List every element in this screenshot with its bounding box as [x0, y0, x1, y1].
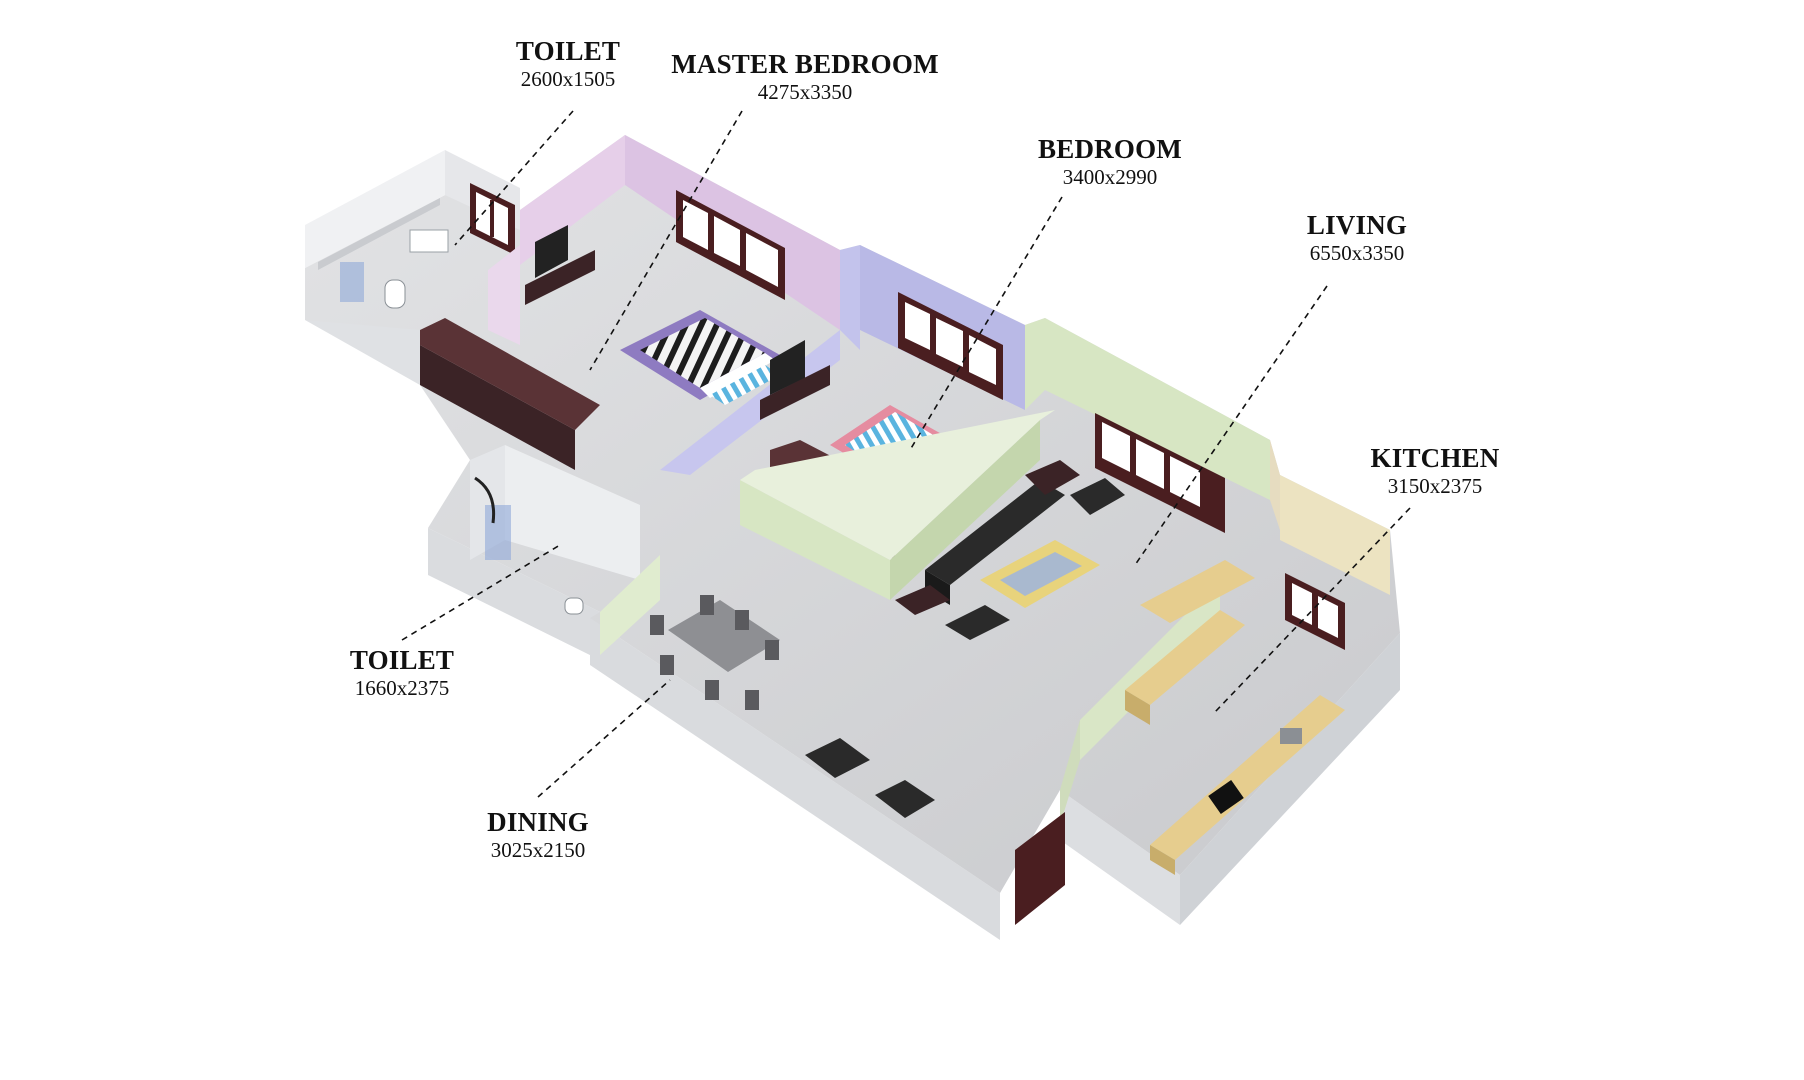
leader-line-toilet-1 — [454, 110, 574, 246]
armchair-icon — [805, 738, 935, 818]
toilet-2-room — [474, 476, 584, 615]
room-name: MASTER BEDROOM — [671, 49, 939, 79]
room-label-toilet-2: TOILET 1660x2375 — [327, 645, 477, 700]
shower-glass-icon — [485, 505, 511, 560]
room-label-kitchen: KITCHEN 3150x2375 — [1340, 443, 1530, 498]
leader-line-kitchen — [1214, 507, 1411, 713]
room-dimensions: 4275x3350 — [757, 80, 853, 105]
room-name: BEDROOM — [1038, 134, 1182, 164]
room-dimensions: 3400x2990 — [1062, 165, 1158, 190]
room-dimensions: 2600x1505 — [520, 67, 616, 92]
hob-icon — [1208, 779, 1244, 815]
washbasin-icon — [409, 229, 449, 253]
room-dimensions: 6550x3350 — [1309, 241, 1405, 266]
tv-icon — [770, 340, 805, 395]
window-icon — [470, 183, 515, 255]
living-room — [895, 318, 1270, 640]
wardrobe-icon — [420, 345, 575, 470]
sink-icon — [1280, 728, 1302, 744]
wc-icon — [564, 597, 584, 615]
leader-lines — [401, 110, 1411, 798]
room-dimensions: 3025x2150 — [490, 838, 586, 863]
counter-icon — [1125, 560, 1345, 875]
kitchen-room — [1125, 440, 1390, 875]
bed-icon — [620, 310, 780, 405]
dining-room — [600, 555, 935, 818]
room-label-master-bedroom: MASTER BEDROOM 4275x3350 — [655, 49, 955, 104]
leader-line-dining — [537, 679, 671, 798]
partition-walls — [470, 410, 1220, 825]
leader-line-living — [1134, 285, 1328, 566]
window-icon — [1285, 573, 1345, 650]
room-dimensions: 3150x2375 — [1387, 474, 1483, 499]
room-name: DINING — [487, 807, 589, 837]
dining-table-icon — [650, 595, 780, 710]
window-icon — [898, 292, 1003, 400]
toilet-1-room — [305, 150, 520, 309]
master-bedroom-room — [420, 135, 840, 470]
coffee-table-icon — [980, 540, 1100, 608]
room-label-dining: DINING 3025x2150 — [468, 807, 608, 862]
room-label-living: LIVING 6550x3350 — [1272, 210, 1442, 265]
wc-icon — [384, 279, 406, 309]
shower-glass-icon — [340, 262, 364, 302]
door-icon — [1015, 812, 1065, 925]
room-name: KITCHEN — [1370, 443, 1500, 473]
room-label-bedroom: BEDROOM 3400x2990 — [1010, 134, 1210, 189]
room-name: TOILET — [349, 645, 455, 675]
leader-line-bedroom — [909, 196, 1063, 451]
room-name: TOILET — [515, 36, 621, 66]
sofa-icon — [895, 460, 1125, 640]
door-icon — [474, 476, 496, 524]
room-label-toilet-1: TOILET 2600x1505 — [498, 36, 638, 91]
tv-icon — [535, 225, 568, 278]
room-name: LIVING — [1306, 210, 1408, 240]
room-dimensions: 1660x2375 — [354, 676, 450, 701]
window-icon — [1095, 413, 1225, 533]
leader-line-toilet-2 — [401, 544, 561, 641]
window-icon — [676, 190, 785, 300]
